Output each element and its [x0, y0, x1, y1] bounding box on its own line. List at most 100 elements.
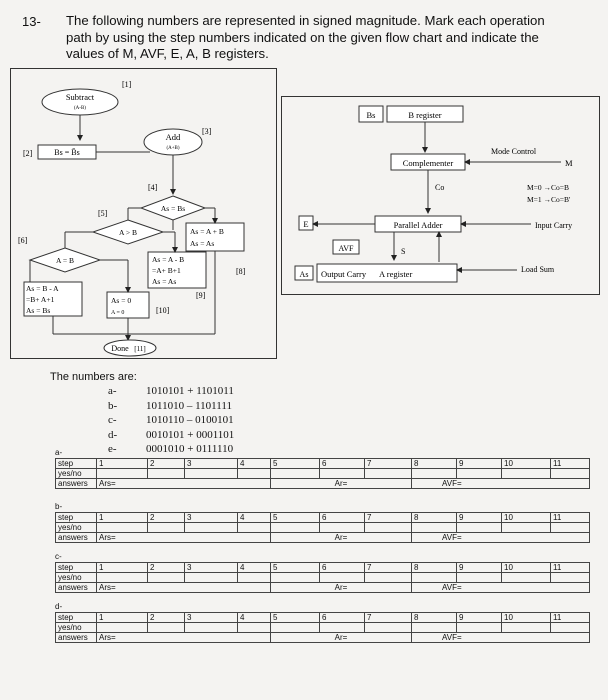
number-label: e-	[108, 443, 117, 455]
as-register	[294, 265, 314, 281]
yes-no-cell[interactable]	[411, 622, 457, 633]
yes-no-cell[interactable]	[184, 622, 238, 633]
yes-no-cell[interactable]	[364, 468, 412, 479]
yes-no-cell[interactable]	[550, 468, 590, 479]
yes-no-cell[interactable]	[501, 622, 551, 633]
table-label: b-	[55, 502, 63, 511]
b-minus-a-1: As = B - A	[26, 284, 59, 293]
avf-answer-cell[interactable]: AVF=	[411, 478, 590, 489]
step-number-cell: 2	[147, 512, 185, 523]
yes-no-cell[interactable]	[237, 522, 271, 533]
yes-no-cell[interactable]	[147, 572, 185, 583]
avf-answer-cell[interactable]: AVF=	[411, 532, 590, 543]
ars-answer-cell[interactable]: Ars=	[96, 632, 271, 643]
step-number-cell: 6	[319, 562, 365, 573]
yes-no-cell[interactable]	[364, 522, 412, 533]
yes-no-cell[interactable]	[501, 522, 551, 533]
yes-no-cell[interactable]	[364, 622, 412, 633]
yes-no-cell[interactable]	[456, 622, 502, 633]
yes-no-cell[interactable]	[411, 468, 457, 479]
step-number-cell: 10	[501, 512, 551, 523]
yes-no-cell[interactable]	[550, 622, 590, 633]
yes-no-cell[interactable]	[501, 572, 551, 583]
yes-no-cell[interactable]	[270, 622, 320, 633]
yes-no-cell[interactable]	[501, 468, 551, 479]
step10-label: [10]	[156, 306, 170, 315]
yes-no-cell[interactable]	[456, 468, 502, 479]
yes-no-cell[interactable]	[319, 622, 365, 633]
row-header: step	[55, 562, 97, 573]
step-number-cell: 9	[456, 458, 502, 469]
b-minus-a-box	[23, 281, 83, 317]
yes-no-cell[interactable]	[550, 522, 590, 533]
yes-no-cell[interactable]	[96, 572, 148, 583]
yes-no-cell[interactable]	[96, 622, 148, 633]
ars-answer-cell[interactable]: Ars=	[96, 532, 271, 543]
ar-answer-cell[interactable]: Ar=	[270, 582, 412, 593]
row-header: yes/no	[55, 572, 97, 583]
yes-no-cell[interactable]	[184, 572, 238, 583]
yes-no-cell[interactable]	[456, 572, 502, 583]
yes-no-cell[interactable]	[147, 522, 185, 533]
add-label: Add	[166, 132, 181, 142]
a-eq-b: A = B	[56, 256, 74, 265]
as-label: As	[300, 270, 309, 279]
co-label: Co	[435, 183, 444, 192]
ars-answer-cell[interactable]: Ars=	[96, 582, 271, 593]
mode-control-label: Mode Control	[491, 147, 537, 156]
step-number-cell: 3	[184, 512, 238, 523]
yes-no-cell[interactable]	[184, 522, 238, 533]
row-header: yes/no	[55, 468, 97, 479]
step-number-cell: 3	[184, 612, 238, 623]
a-register-label: A register	[379, 269, 412, 279]
yes-no-cell[interactable]	[411, 572, 457, 583]
number-expr: 1010110 – 0100101	[146, 414, 234, 426]
yes-no-cell[interactable]	[456, 522, 502, 533]
yes-no-cell[interactable]	[270, 572, 320, 583]
a-minus-b-2: =A+ B+1	[152, 266, 181, 275]
ars-answer-cell[interactable]: Ars=	[96, 478, 271, 489]
step-number-cell: 4	[237, 512, 271, 523]
step-number-cell: 11	[550, 562, 590, 573]
yes-no-cell[interactable]	[96, 468, 148, 479]
number-label: c-	[108, 414, 117, 426]
yes-no-cell[interactable]	[319, 468, 365, 479]
avf-answer-cell[interactable]: AVF=	[411, 632, 590, 643]
number-label: d-	[108, 428, 118, 441]
step9-label: [9]	[196, 291, 206, 300]
yes-no-cell[interactable]	[270, 468, 320, 479]
ar-answer-cell[interactable]: Ar=	[270, 532, 412, 543]
step-number-cell: 5	[270, 562, 320, 573]
yes-no-cell[interactable]	[319, 572, 365, 583]
avf-answer-cell[interactable]: AVF=	[411, 582, 590, 593]
yes-no-cell[interactable]	[364, 572, 412, 583]
step4-label: [4]	[148, 183, 158, 192]
yes-no-cell[interactable]	[147, 468, 185, 479]
ar-answer-cell[interactable]: Ar=	[270, 478, 412, 489]
yes-no-cell[interactable]	[411, 522, 457, 533]
b-minus-a-2: =B+ A+1	[26, 295, 55, 304]
step-number-cell: 11	[550, 512, 590, 523]
ar-answer-cell[interactable]: Ar=	[270, 632, 412, 643]
step-number-cell: 4	[237, 562, 271, 573]
yes-no-cell[interactable]	[96, 522, 148, 533]
subtract-sub: (A-B)	[74, 106, 86, 111]
yes-no-cell[interactable]	[270, 522, 320, 533]
step-number-cell: 7	[364, 458, 412, 469]
number-expr: 0001010 + 0111110	[146, 443, 234, 455]
yes-no-cell[interactable]	[319, 522, 365, 533]
yes-no-cell[interactable]	[237, 572, 271, 583]
yes-no-cell[interactable]	[237, 468, 271, 479]
hardware-diagram: Bs B register Mode Control M Complemente…	[294, 105, 573, 283]
yes-no-cell[interactable]	[184, 468, 238, 479]
yes-no-cell[interactable]	[237, 622, 271, 633]
step-number-cell: 9	[456, 512, 502, 523]
output-carry-label: Output Carry	[321, 269, 367, 279]
yes-no-cell[interactable]	[147, 622, 185, 633]
input-carry-label: Input Carry	[535, 221, 572, 230]
row-header: yes/no	[55, 522, 97, 533]
yes-no-cell[interactable]	[550, 572, 590, 583]
